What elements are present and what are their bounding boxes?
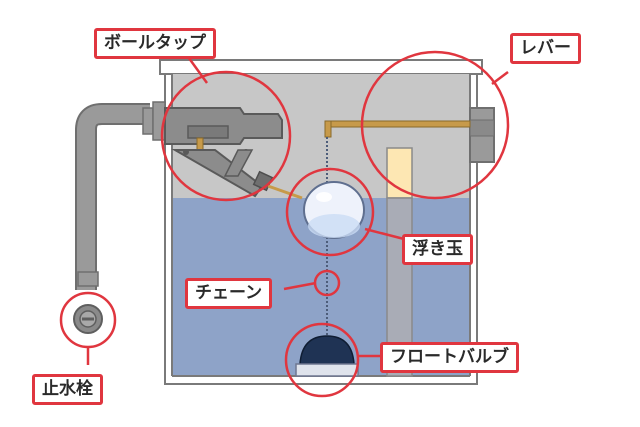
- stop-valve: [73, 304, 103, 334]
- lever-highlight: [360, 50, 510, 200]
- float-highlight: [285, 167, 375, 257]
- leader-lines: [86, 53, 509, 365]
- stop-valve-label: 止水栓: [32, 374, 103, 405]
- float-ball: [303, 181, 365, 239]
- lever-handle: [469, 107, 495, 163]
- flot-valve-label: フロートバルブ: [380, 342, 519, 373]
- flot-valve: [295, 335, 359, 377]
- float-label: 浮き玉: [402, 234, 473, 265]
- chain-label: チェーン: [185, 278, 273, 309]
- flot-valve-highlight: [284, 322, 360, 398]
- ball-tap-mechanism: [164, 107, 303, 200]
- tank-lid: [159, 59, 483, 75]
- ball-tap-highlight: [160, 70, 292, 202]
- ball-tap-label: ボールタップ: [94, 28, 216, 59]
- highlight-circles: [59, 50, 510, 398]
- lever-label: レバー: [510, 33, 581, 64]
- supply-pipe: [75, 101, 166, 290]
